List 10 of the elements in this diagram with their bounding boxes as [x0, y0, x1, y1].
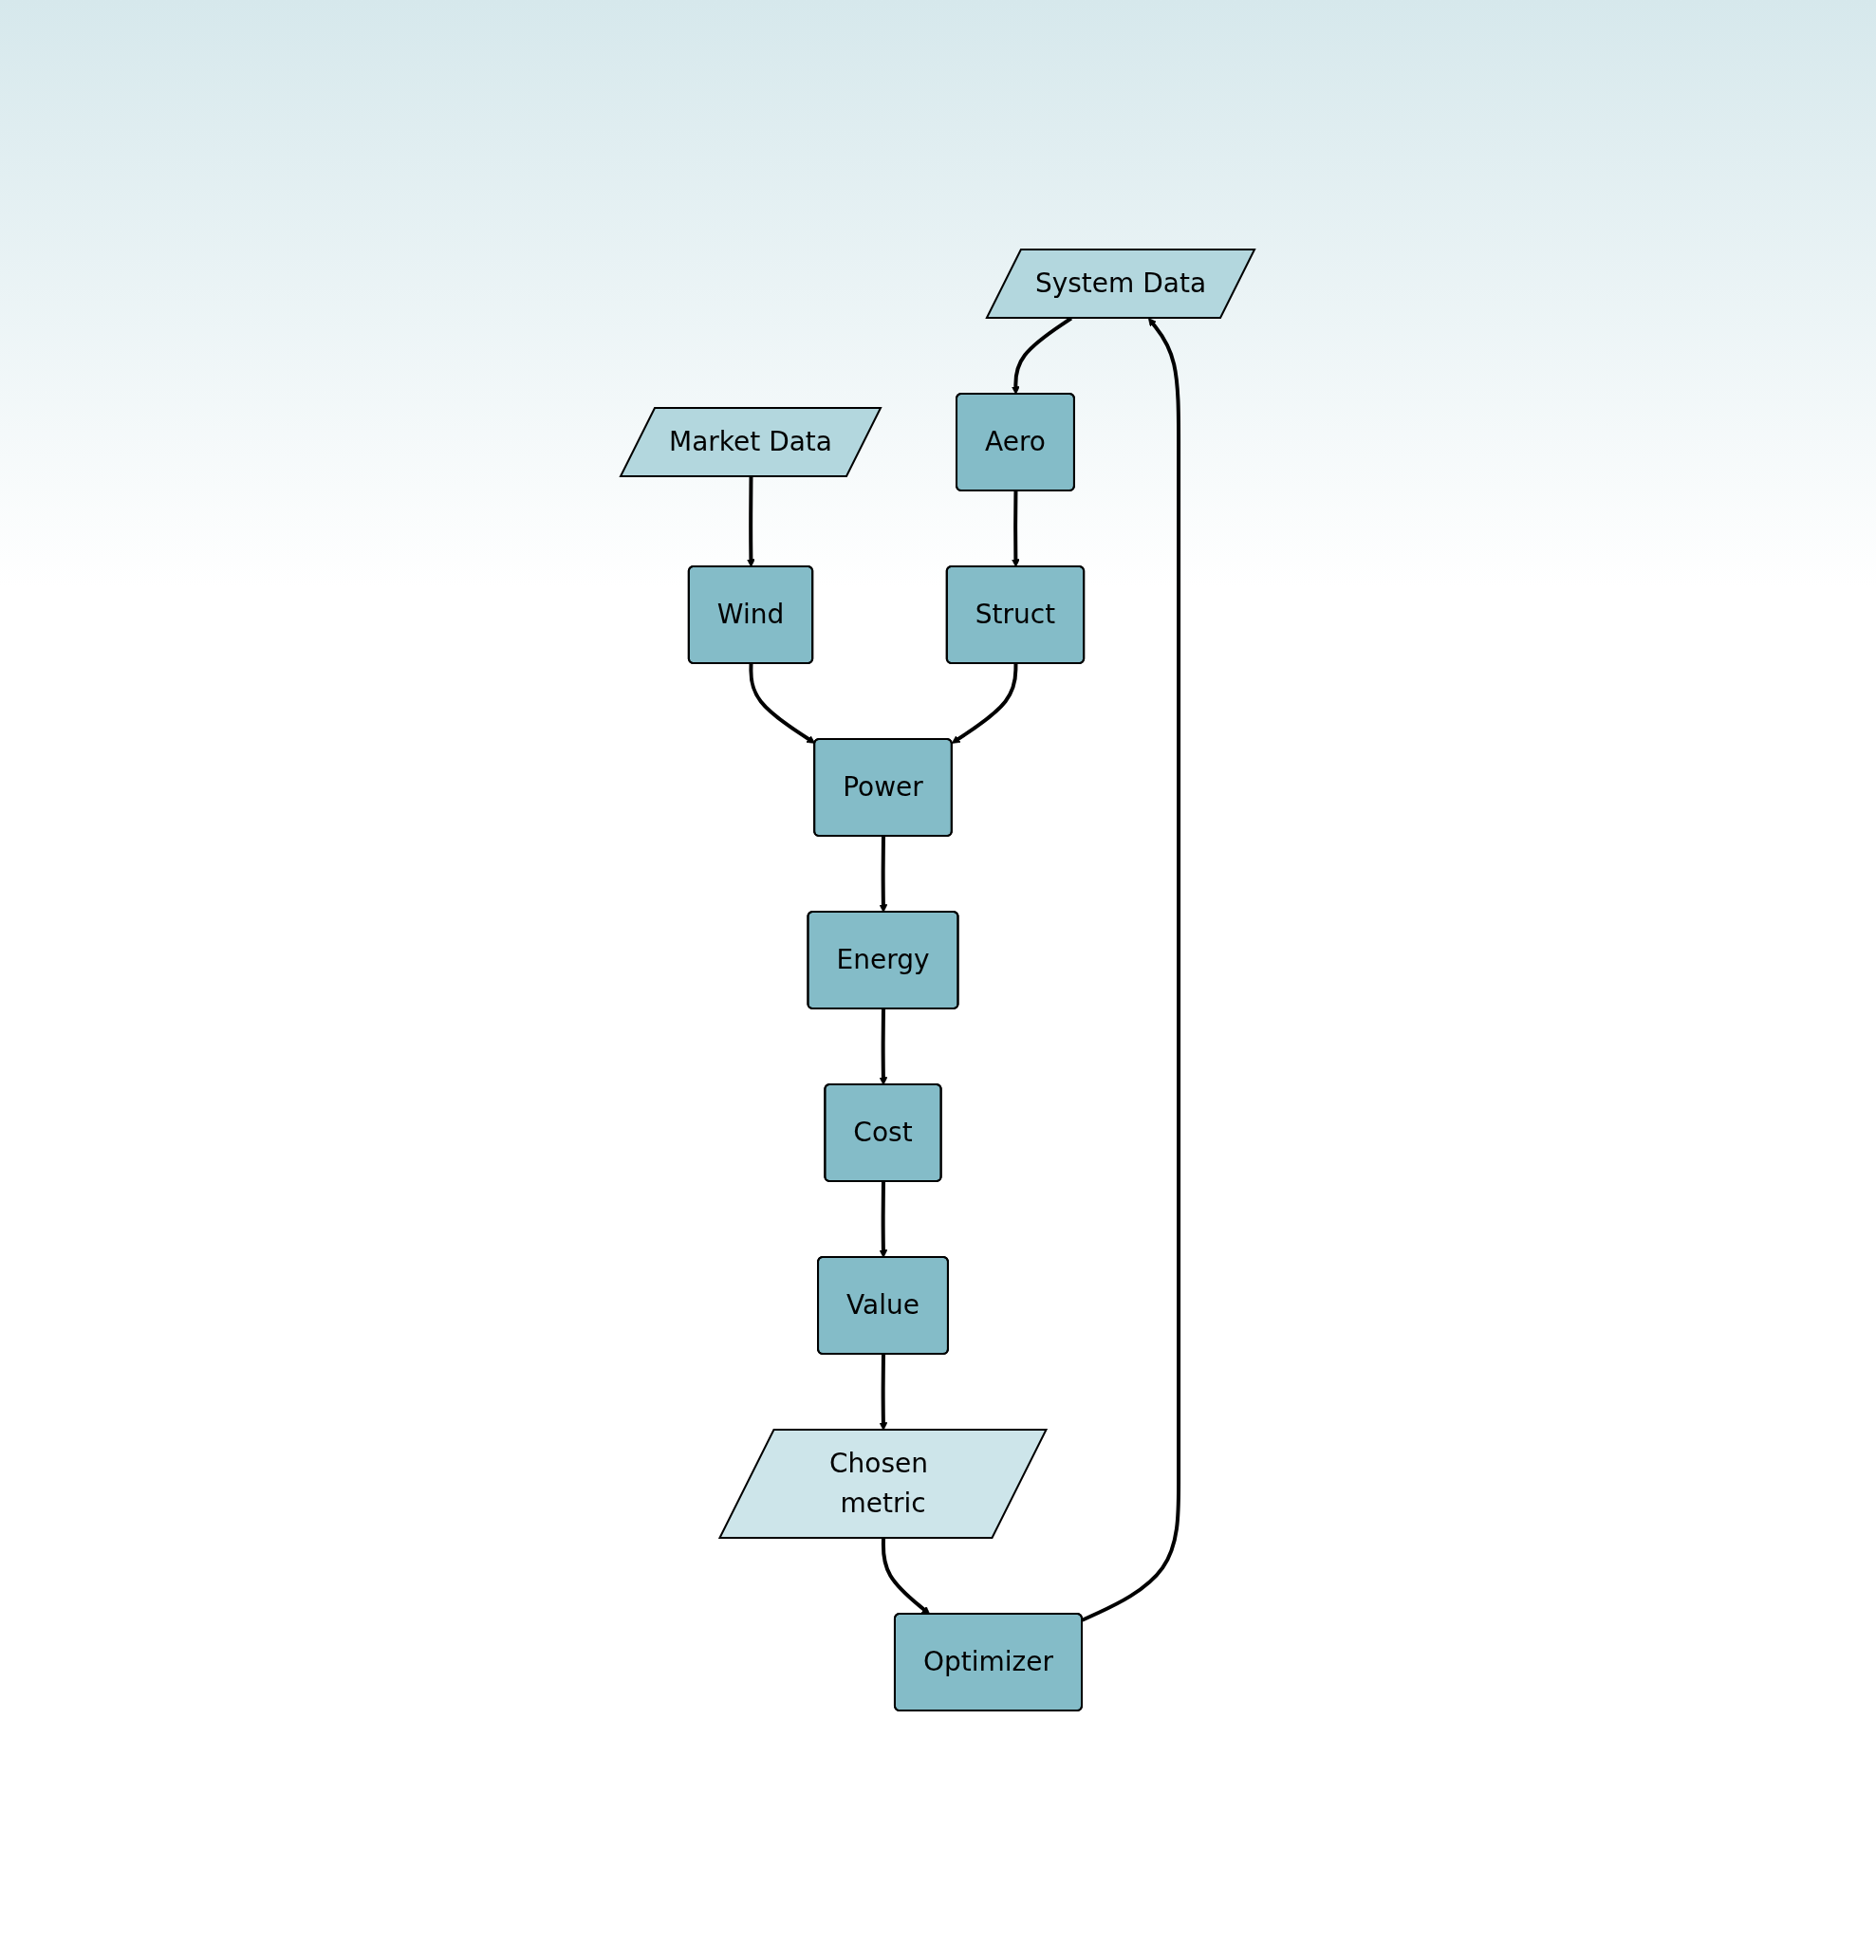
arrow: [879, 836, 888, 913]
arrow: [879, 1354, 888, 1431]
arrow: [1082, 318, 1181, 1622]
arrow: [749, 663, 816, 744]
arrow: [879, 1181, 888, 1258]
arrow: [747, 476, 756, 567]
arrow: [879, 1008, 888, 1085]
arrow: [882, 1538, 931, 1615]
arrow: [952, 663, 1018, 744]
arrow: [1012, 490, 1021, 567]
